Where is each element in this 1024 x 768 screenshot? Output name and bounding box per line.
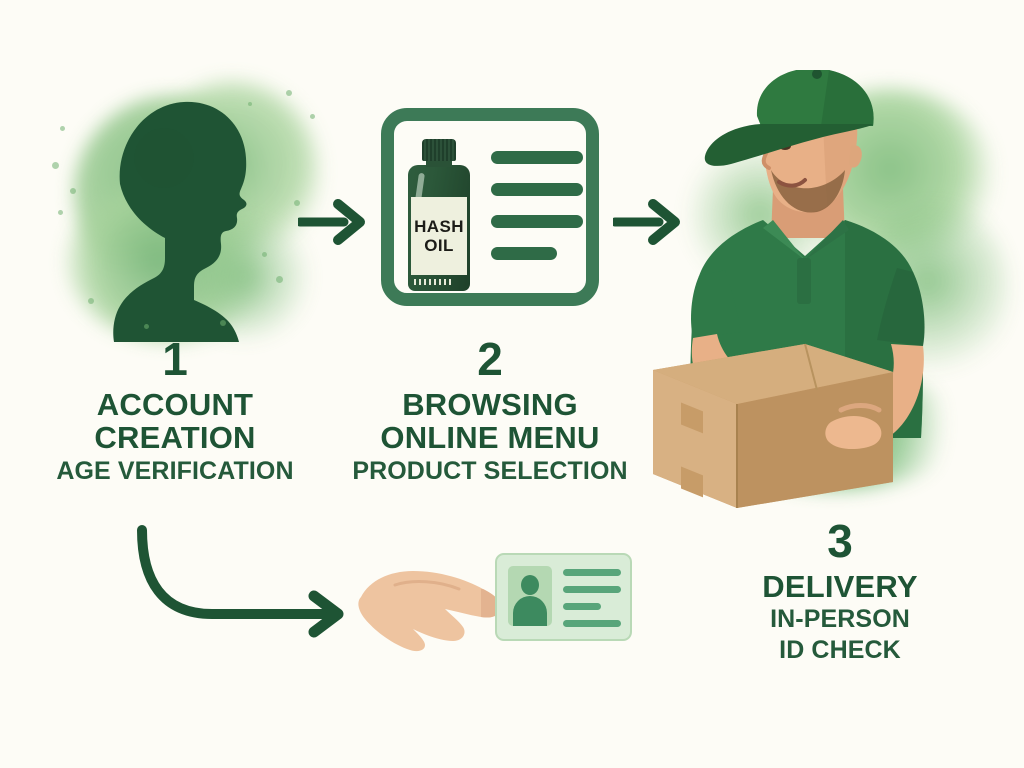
product-label-line1: HASH [414,216,464,236]
id-photo [508,566,552,626]
watercolor-speck [52,162,59,169]
watercolor-speck [294,200,300,206]
thumb [838,403,882,413]
avatar-head [521,575,539,595]
id-text-line [563,586,621,593]
id-text-line [563,603,601,610]
avatar-body [513,596,547,626]
step-1-title-line2: CREATION [94,420,256,456]
id-card [495,553,632,641]
menu-line [491,215,583,228]
watercolor-speck [88,298,94,304]
menu-line [491,183,583,196]
menu-line [491,247,557,260]
ear [849,145,862,168]
arrow-step2-to-step3 [613,196,685,248]
step-2-subtitle: PRODUCT SELECTION [352,456,628,485]
head-profile-shape [113,101,247,342]
watercolor-speck [286,90,292,96]
watercolor-speck [262,252,267,257]
watercolor-speck [60,126,65,131]
step-2-title-line1: BROWSING [402,387,578,422]
beard [771,170,845,213]
id-text-line [563,569,621,576]
bottle-label: HASH OIL [411,197,467,275]
product-label-line2: OIL [424,235,454,255]
id-text-line [563,620,621,627]
step-1-caption: 1 ACCOUNT CREATION AGE VERIFICATION [10,336,340,486]
delivery-person-icon [645,70,1015,510]
arrow-step1-to-id-check [128,522,368,642]
watercolor-speck [58,210,63,215]
watercolor-speck [276,276,283,283]
cardboard-box [653,343,893,508]
step-2-number: 2 [477,333,503,385]
watercolor-speck [248,102,252,106]
right-sleeve [877,268,925,346]
step-3-subtitle-line2: ID CHECK [779,636,901,665]
head-silhouette-icon [48,62,328,342]
step-2-caption: 2 BROWSING ONLINE MENU PRODUCT SELECTION [325,336,655,486]
collar-left [763,220,805,260]
step-3-title-line1: DELIVERY [762,569,918,604]
cap-shadow [821,70,874,126]
step-1-number: 1 [162,333,188,385]
mouth [777,178,807,188]
bottle-barcode [414,279,452,285]
left-sleeve [691,270,741,338]
watercolor-speck [220,320,226,326]
cap-brim [704,124,873,166]
step-3-caption: 3 DELIVERY IN-PERSON ID CHECK [690,518,990,665]
watercolor-speck [144,324,149,329]
bottle-cap [422,139,456,161]
step-3-subtitle-line1: IN-PERSON [770,605,910,634]
right-hand [825,416,882,450]
arrow-step1-to-step2 [298,196,370,248]
watercolor-speck [70,188,76,194]
step-1-subtitle: AGE VERIFICATION [56,456,294,485]
collar-right [805,220,849,260]
bottle-neck [426,159,452,167]
hash-oil-bottle-icon: HASH OIL [406,139,472,291]
hand [358,571,501,652]
step-3-number: 3 [827,515,853,567]
menu-line [491,151,583,164]
placket [797,258,811,304]
knuckle-line [393,580,461,591]
step-2-title-line2: ONLINE MENU [380,420,600,456]
id-check-icon [355,545,645,655]
step-1-title-line1: ACCOUNT [96,387,254,422]
watercolor-speck [310,114,315,119]
cap-button [812,70,822,79]
